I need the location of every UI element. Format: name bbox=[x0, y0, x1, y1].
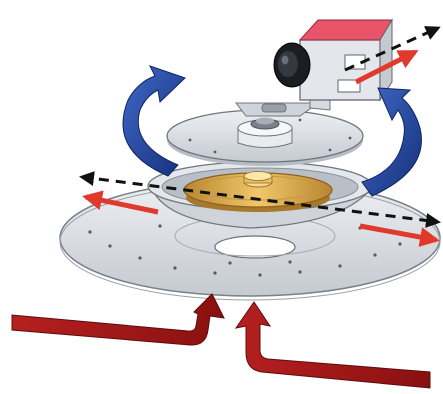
camera-head bbox=[273, 18, 393, 102]
upper-plate-holes bbox=[188, 118, 352, 154]
translation-arrow-base-left bbox=[82, 190, 159, 215]
rotation-arrow-right bbox=[361, 87, 422, 197]
camera-axis-arrow bbox=[344, 26, 441, 72]
center-hub bbox=[237, 117, 293, 148]
translation-arrow-base-right bbox=[359, 223, 440, 247]
base-plate-holes bbox=[88, 224, 402, 277]
horizontal-axis-arrow bbox=[79, 171, 441, 228]
airflow-arrow-right bbox=[234, 301, 431, 389]
base-plate-opening bbox=[214, 235, 296, 259]
camera-lens bbox=[273, 42, 311, 88]
airflow-arrow-left bbox=[11, 293, 225, 346]
camera-top-pink bbox=[298, 19, 393, 41]
translation-arrow-camera bbox=[354, 49, 419, 85]
rotation-arrow-left bbox=[122, 65, 186, 177]
translation-axis-arrows bbox=[79, 26, 441, 228]
